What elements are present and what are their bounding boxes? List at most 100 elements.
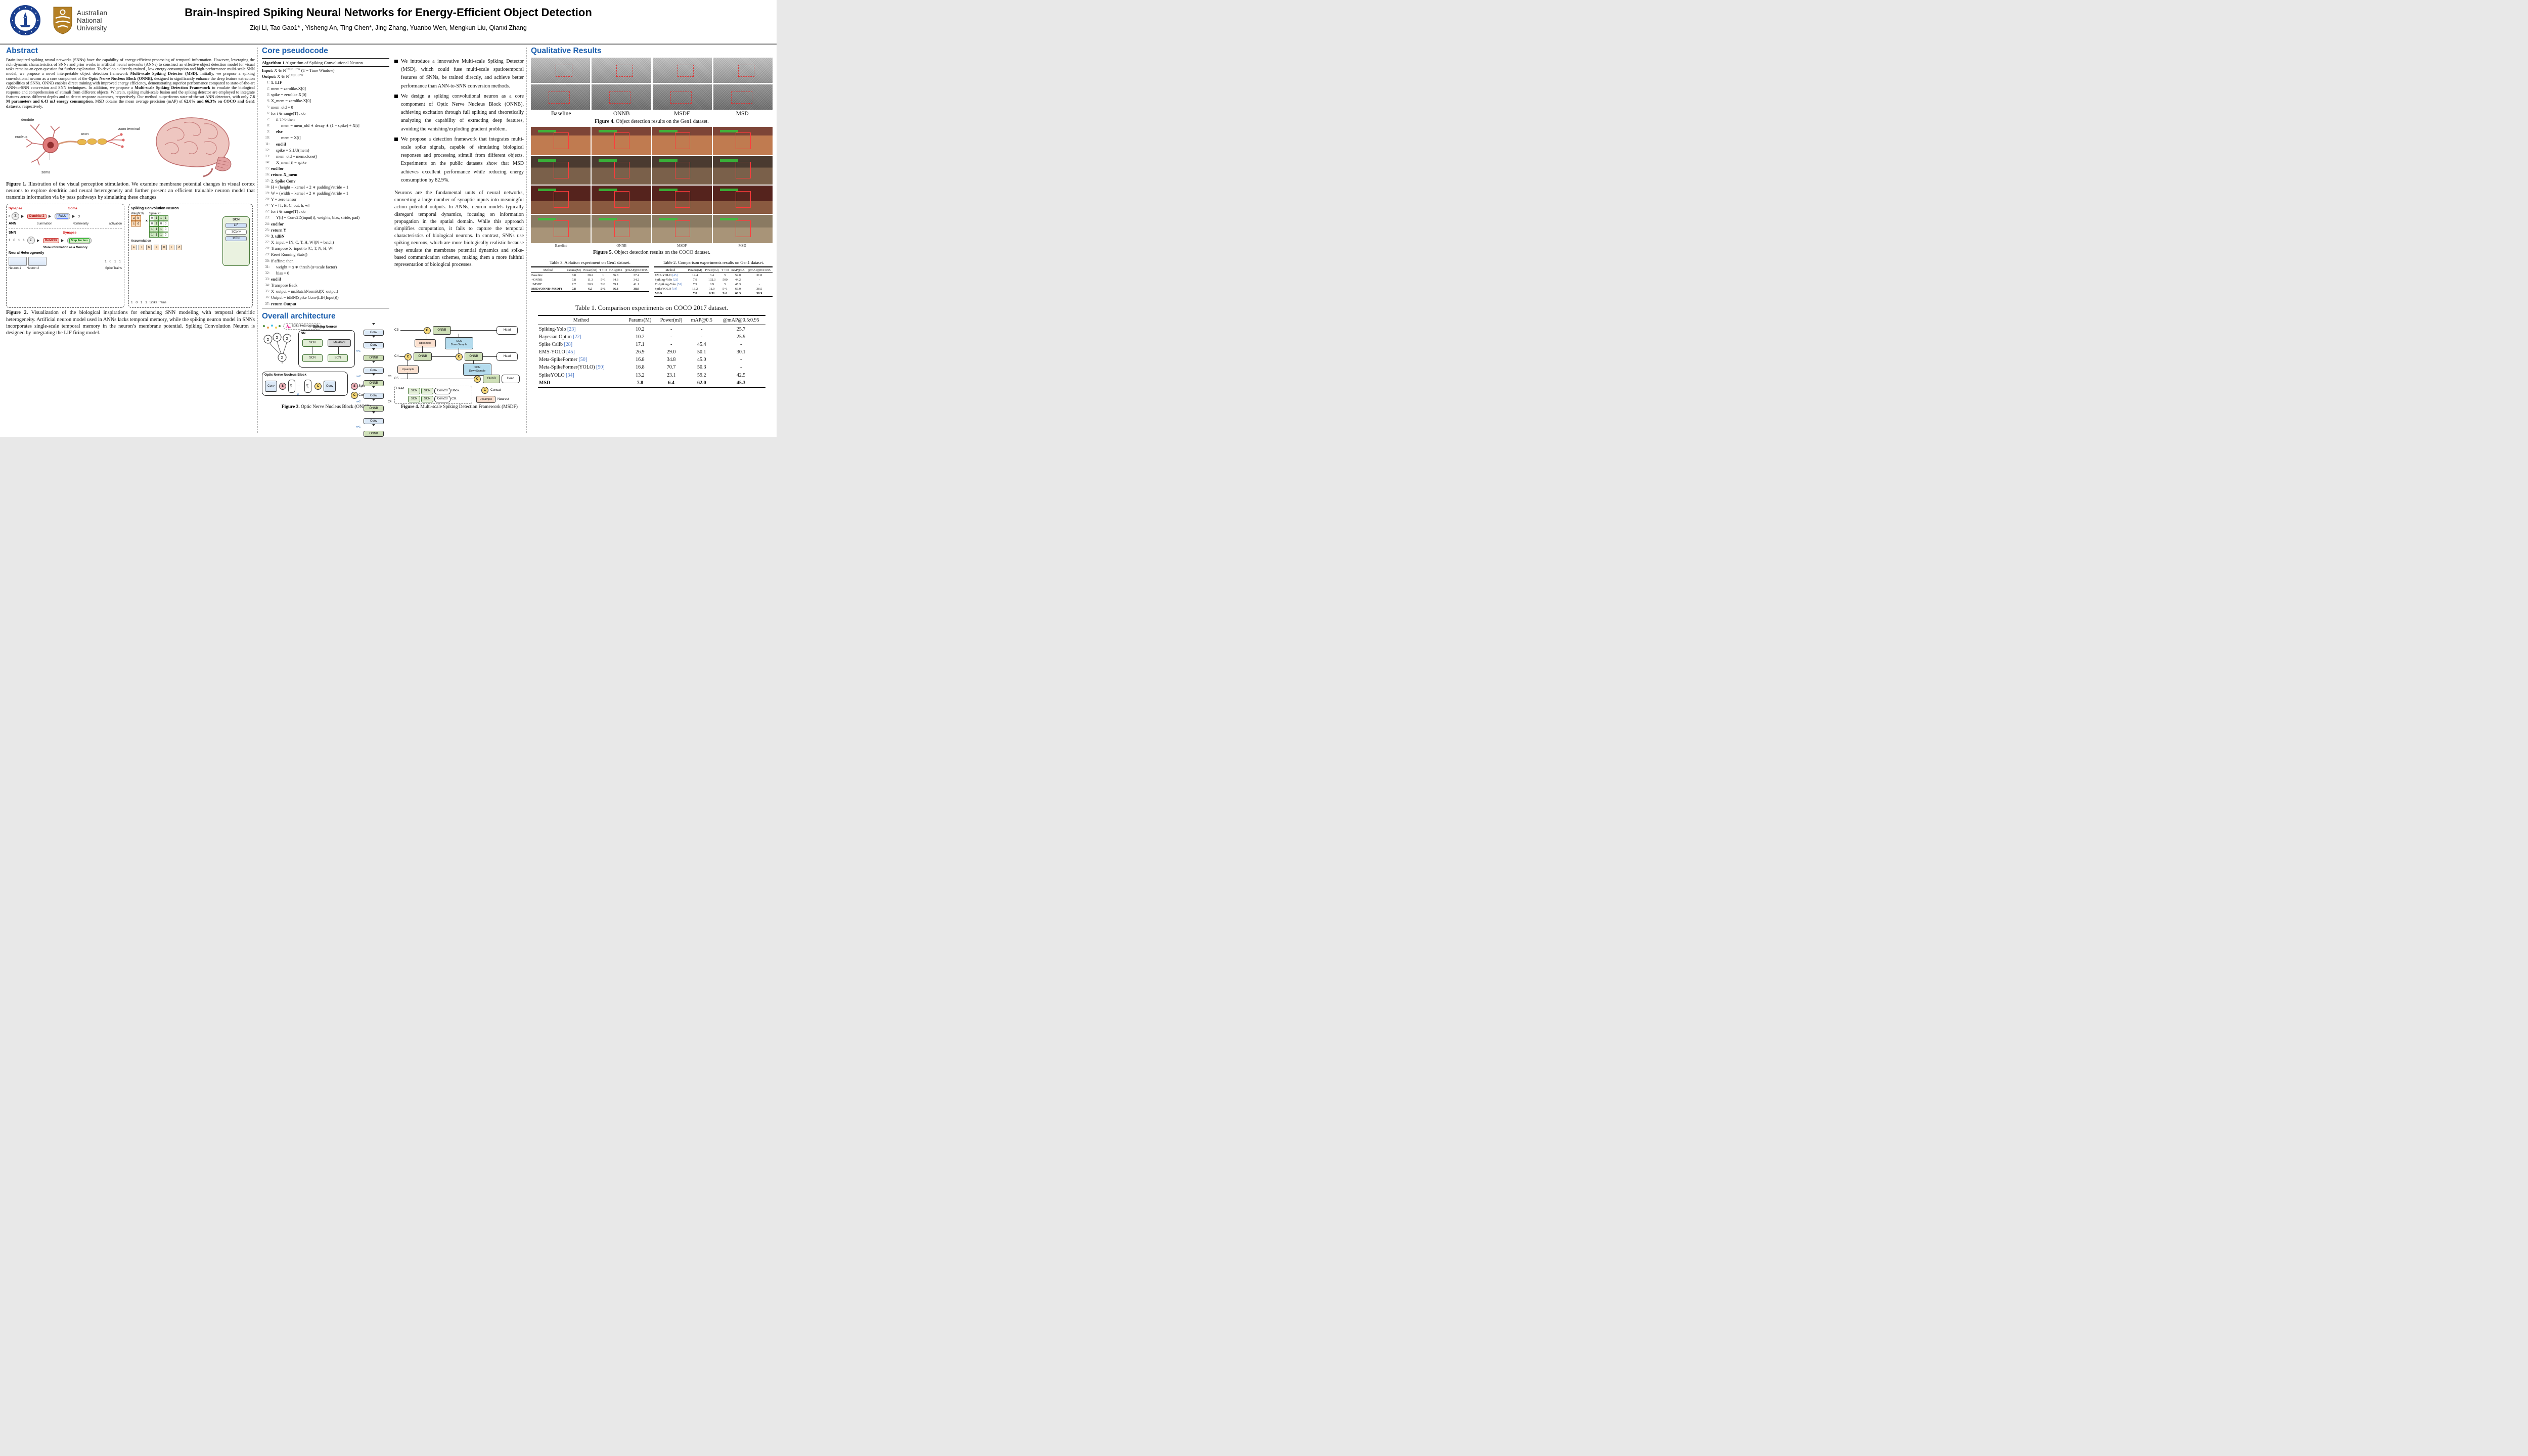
line-text: X_output = nn.BatchNorm3d(X_output) bbox=[271, 289, 338, 294]
sn-chip-label: SN bbox=[290, 384, 293, 388]
figure2-caption-lead: Figure 2. bbox=[6, 310, 28, 316]
line-text: else bbox=[276, 129, 283, 134]
concat-node: C bbox=[314, 382, 322, 390]
backbone-chip: Conv bbox=[364, 392, 384, 399]
concat-node: C bbox=[424, 327, 431, 334]
line-text: return X_mem bbox=[271, 172, 297, 177]
method-cell: MSD bbox=[539, 380, 551, 386]
txd-cell: 5×1 bbox=[600, 287, 606, 291]
spike-heterogeneity-chip: Spike Heterogeneity bbox=[283, 323, 322, 330]
line-text: end if bbox=[271, 277, 281, 282]
power-cell: 20.9 bbox=[587, 283, 594, 287]
column-divider-left bbox=[257, 48, 258, 433]
power-cell: - bbox=[670, 341, 672, 347]
nearest-legend-label: Nearest bbox=[498, 397, 509, 401]
algorithm-line: 7:if T>0 then bbox=[262, 117, 389, 123]
contributions-panel: We introduce a innovative Multi-scale Sp… bbox=[394, 58, 524, 309]
contribution-item: We introduce a innovative Multi-scale Sp… bbox=[394, 58, 524, 90]
connector bbox=[338, 346, 339, 354]
onnb-chip: ONNB bbox=[414, 352, 432, 361]
input-post: (T = Time Window) bbox=[300, 68, 335, 73]
algorithm-line: 37:return Output bbox=[262, 301, 389, 307]
params-cell: 8.8 bbox=[571, 274, 576, 278]
weight-cell: d bbox=[136, 221, 141, 227]
column-header: T × D bbox=[721, 268, 729, 272]
fig2-multiply-sign: × bbox=[145, 219, 148, 223]
algorithm-line: 19:W = (width − kernel + 2 ∗ padding)/st… bbox=[262, 191, 389, 197]
changan-university-logo bbox=[10, 5, 40, 35]
reference-cell: [28] bbox=[564, 341, 573, 347]
fig2-input-bits: 1 0 1 1 bbox=[9, 239, 26, 243]
abstract-segment: Optic Nerve Nucleus Block (ONNB), bbox=[88, 76, 153, 81]
power-cell: 3.4 bbox=[710, 274, 714, 278]
table1-caption: Table 1. Comparison experiments on COCO … bbox=[575, 304, 729, 312]
line-text: mem_old = 0 bbox=[271, 105, 293, 110]
scn-downsample-line2: DownSample bbox=[450, 343, 468, 346]
table-row: Spike Calib [28]17.1-45.4- bbox=[538, 341, 765, 348]
upsample-chip: Upsample bbox=[415, 339, 436, 347]
onnb-chip: ONNB bbox=[465, 352, 483, 361]
column-header: Params(M) bbox=[628, 317, 652, 324]
fig1-label-nucleus: nucleus bbox=[15, 135, 28, 139]
power-cell: 29.0 bbox=[666, 349, 676, 355]
gen1-image bbox=[652, 58, 712, 83]
sn-chip: SN bbox=[288, 379, 295, 393]
input-expr: X ∈ ℝ bbox=[274, 68, 286, 73]
coco-image bbox=[531, 127, 591, 156]
reference-cell: [34] bbox=[566, 372, 574, 378]
fig2-sigma-inline: Σ bbox=[42, 214, 44, 218]
scn-chip: SCN bbox=[328, 354, 348, 362]
line-text: spike = SiLU(mem) bbox=[276, 148, 309, 153]
line-text: for i ∈ range(T) : do bbox=[271, 111, 306, 116]
bullet-square-icon bbox=[394, 137, 398, 141]
txd-cell: 5×1 bbox=[600, 283, 606, 287]
txd-cell: 5 bbox=[724, 274, 726, 278]
method-label: MSDF bbox=[677, 244, 687, 248]
table-row: Bayesian Optim [22]10.2--25.9 bbox=[538, 333, 765, 341]
anu-shield-icon bbox=[53, 7, 72, 34]
coco-image bbox=[592, 215, 651, 244]
line-text: W = (width − kernel + 2 ∗ padding)/strid… bbox=[271, 191, 348, 196]
figure2-caption: Figure 2. Visualization of the biologica… bbox=[6, 309, 255, 336]
head-chip: Head bbox=[502, 374, 520, 383]
map50-cell: 50.1 bbox=[697, 349, 706, 355]
txd-cell: 1 bbox=[602, 274, 604, 278]
arrow-icon bbox=[48, 214, 53, 218]
map5095-cell: 38.9 bbox=[633, 287, 640, 291]
concat-legend-label: Concat bbox=[490, 388, 501, 392]
line-text: mem = X[i] bbox=[281, 135, 301, 141]
algorithm-title-text: Algorithm of Spiking Convolutional Neuro… bbox=[284, 60, 363, 65]
algorithm-line: 16:return X_mem bbox=[262, 172, 389, 178]
power-cell: - bbox=[670, 326, 672, 332]
method-cell: Tr-Spiking-Yolo bbox=[655, 283, 677, 287]
line-number: 11: bbox=[265, 142, 269, 146]
fig2-activation-label: activation bbox=[109, 222, 122, 225]
algorithm-line: 15:end for bbox=[262, 166, 389, 172]
figure2-caption-text: Visualization of the biological inspirat… bbox=[6, 310, 255, 336]
power-cell: 6.4 bbox=[668, 380, 674, 386]
fig2-synapse-label-2: Synapse bbox=[63, 231, 77, 235]
params-cell: 13.2 bbox=[692, 287, 698, 291]
scn-chip: SCN bbox=[302, 354, 323, 362]
weight-cell: b bbox=[136, 215, 141, 221]
spike-cell: 0 bbox=[163, 226, 168, 233]
connector bbox=[422, 346, 423, 352]
anu-line-1: Australian bbox=[77, 9, 108, 17]
method-cell: Spike Calib bbox=[539, 341, 564, 347]
accumulation-chip: + bbox=[169, 245, 174, 251]
reference-cell: [50] bbox=[596, 365, 605, 371]
gen1-image bbox=[652, 84, 712, 110]
algorithm-line: 32:bias = 0 bbox=[262, 270, 389, 277]
reference-cell: [45] bbox=[566, 349, 575, 355]
line-number: 24: bbox=[265, 222, 269, 226]
map5095-cell: 45.3 bbox=[736, 380, 746, 386]
coco-image bbox=[652, 127, 712, 156]
line-number: 6: bbox=[266, 111, 269, 115]
line-text: if affine: then bbox=[271, 258, 294, 263]
connector bbox=[399, 356, 404, 357]
